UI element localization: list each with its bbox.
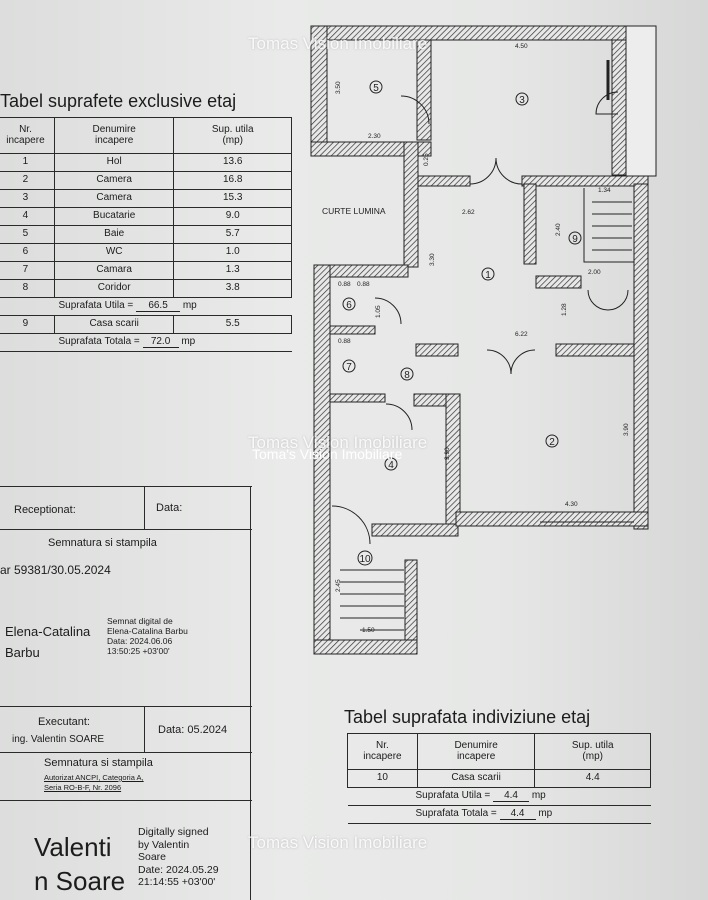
dim-label: 3.90 xyxy=(444,447,451,460)
dim-label: 1.34 xyxy=(598,187,611,194)
executant-name: ing. Valentin SOARE xyxy=(12,734,105,745)
room-9-label: 9 xyxy=(572,234,578,245)
room-7-label: 7 xyxy=(346,362,352,373)
dim-label: 1.05 xyxy=(375,305,382,318)
digital-signature-2: Digitally signed by Valentin Soare Date:… xyxy=(138,826,219,888)
dim-label: 3.30 xyxy=(429,253,436,266)
t2-header-nr: Nr. incapere xyxy=(347,733,418,770)
signer-name-line2: Barbu xyxy=(5,645,40,660)
exclusive-surfaces-table: Nr. incapere Denumire incapere Sup. util… xyxy=(0,117,292,352)
authorization-text: Autorizat ANCPI, Categoria A, Seria RO-B… xyxy=(44,773,144,792)
watermark-middle: Tomas Vision Imobiliare xyxy=(248,433,428,452)
watermark-center: Toma's Vision Imobiliare xyxy=(252,446,403,462)
dim-label: 3.90 xyxy=(623,423,630,436)
dim-label: 2.45 xyxy=(335,579,342,592)
receptionat-label: Receptionat: xyxy=(14,504,76,516)
executant-date: Data: 05.2024 xyxy=(158,724,228,736)
room-6-label: 6 xyxy=(346,300,352,311)
dim-label: 1.28 xyxy=(561,303,568,316)
room-8-label: 8 xyxy=(404,370,410,381)
table1-title: Tabel suprafete exclusive etaj xyxy=(0,91,237,111)
header-sup: Sup. utila (mp) xyxy=(173,117,292,154)
signature-stamp-label-2: Semnatura si stampila xyxy=(44,757,153,769)
registration-number: ar 59381/30.05.2024 xyxy=(0,563,111,577)
dim-label: 4.30 xyxy=(565,501,578,508)
watermark-bottom: Tomas Vision Imobiliare xyxy=(248,833,428,852)
t2-header-sup: Sup. utila (mp) xyxy=(534,733,651,770)
dim-label: 2.30 xyxy=(368,133,381,140)
room-5-label: 5 xyxy=(373,83,379,94)
dim-label: 0.88 xyxy=(338,338,351,345)
dim-label: 0.88 xyxy=(338,281,351,288)
light-court-label: CURTE LUMINA xyxy=(322,206,386,216)
signature-stamp-label: Semnatura si stampila xyxy=(48,537,157,549)
room-10-label: 10 xyxy=(359,554,371,565)
digital-signature-1: Semnat digital de Elena-Catalina Barbu D… xyxy=(107,616,188,656)
reception-date-label: Data: xyxy=(156,502,183,514)
executant-label: Executant: xyxy=(38,716,90,728)
dim-label: 1.50 xyxy=(362,627,375,634)
signer-big-name-1: Valenti xyxy=(34,832,112,862)
room-4-label: 4 xyxy=(388,460,394,471)
shared-surfaces-table: Nr. incapere Denumire incapere Sup. util… xyxy=(347,733,651,824)
t2-total-row: Suprafata Totala = 4.4 mp xyxy=(347,805,651,824)
t2-header-denumire: Denumire incapere xyxy=(416,733,536,770)
signer-big-name-2: n Soare xyxy=(34,866,126,896)
watermark-top: Tomas Vision Imobiliare xyxy=(248,34,428,53)
dim-label: 6.22 xyxy=(515,331,528,338)
dim-label: 2.00 xyxy=(588,269,601,276)
table2-title: Tabel suprafata indiviziune etaj xyxy=(344,707,591,727)
dim-label: 0.88 xyxy=(357,281,370,288)
dim-label: 2.62 xyxy=(462,209,475,216)
dim-label: 3.50 xyxy=(335,81,342,94)
dim-label: 2.40 xyxy=(555,223,562,236)
dim-label: 4.50 xyxy=(515,43,528,50)
room-2-label: 2 xyxy=(549,437,555,448)
room-3-label: 3 xyxy=(519,95,525,106)
total-row: Suprafata Totala = 72.0 mp xyxy=(0,333,292,352)
signer-name-line1: Elena-Catalina xyxy=(5,624,91,639)
dim-label: 0.25 xyxy=(423,153,430,166)
room-1-label: 1 xyxy=(485,270,491,281)
